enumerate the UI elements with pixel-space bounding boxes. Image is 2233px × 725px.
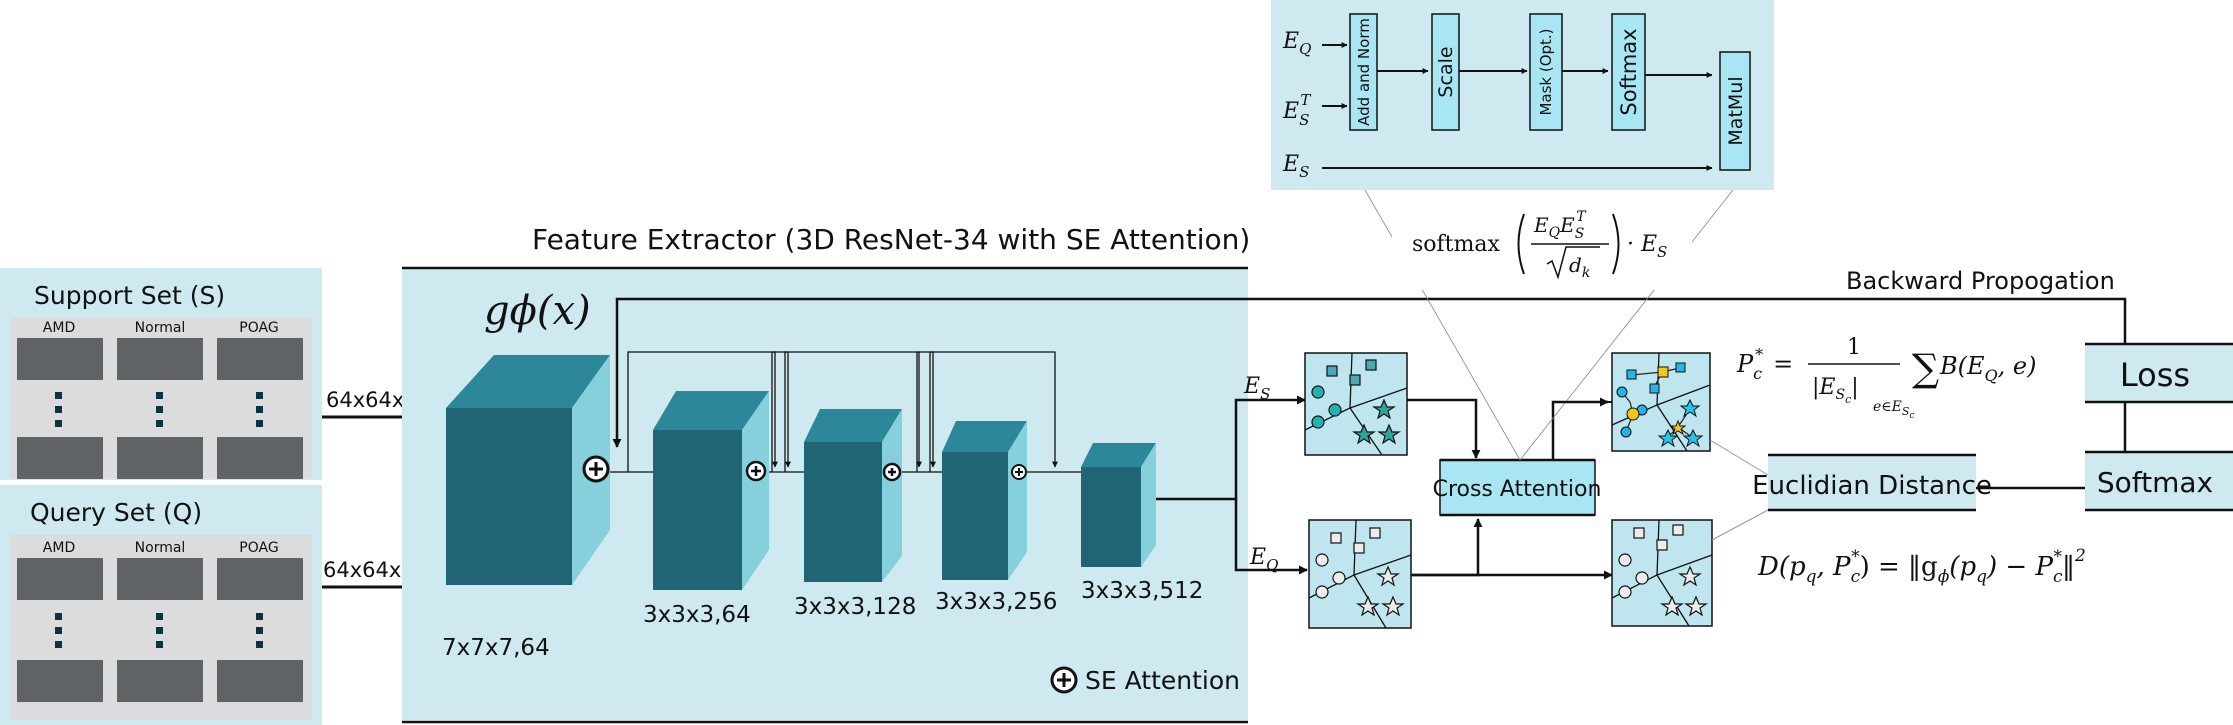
euclidean-distance-label: Euclidian Distance bbox=[1752, 471, 1992, 501]
se-plus-icon bbox=[745, 460, 767, 482]
block-3-label: 3x3x3,128 bbox=[794, 594, 916, 620]
feature-extractor-title: Feature Extractor (3D ResNet-34 with SE … bbox=[532, 223, 1250, 256]
svg-text:MatMul: MatMul bbox=[1725, 76, 1747, 145]
circle-icon bbox=[1626, 407, 1640, 421]
conv-block-5: 3x3x3,512 bbox=[1081, 443, 1203, 604]
formula-mult: · ES bbox=[1627, 232, 1667, 261]
se-plus-icon bbox=[882, 462, 902, 482]
se-attention-legend: SE Attention bbox=[1050, 666, 1240, 695]
se-attention-legend-label: SE Attention bbox=[1085, 666, 1240, 695]
block-5-label: 3x3x3,512 bbox=[1081, 578, 1203, 604]
star-icon bbox=[1669, 419, 1687, 436]
input-est: EST bbox=[1282, 91, 1311, 129]
support-class-poag: POAG bbox=[239, 320, 278, 336]
square-icon bbox=[1326, 359, 1377, 386]
svg-text:∑: ∑ bbox=[1912, 346, 1939, 390]
svg-text:Scale: Scale bbox=[1435, 46, 1457, 97]
input-es: ES bbox=[1282, 152, 1309, 181]
support-set-panel: Support Set (S) AMD Normal POAG bbox=[0, 268, 322, 480]
block-2-label: 3x3x3,64 bbox=[643, 602, 751, 628]
se-plus-icon bbox=[1011, 464, 1027, 480]
prototype-sum-sub: e∈ESc bbox=[1873, 399, 1914, 421]
cross-attention-block: Cross Attention bbox=[1364, 189, 1734, 580]
op-mask: Mask (Opt.) bbox=[1529, 13, 1563, 131]
query-class-normal: Normal bbox=[135, 540, 186, 556]
support-oct-thumbnails bbox=[17, 338, 303, 479]
square-icon bbox=[1633, 524, 1684, 551]
extractor-connections bbox=[610, 351, 1081, 473]
circle-icon bbox=[1618, 553, 1649, 599]
attention-detail-panel: EQ EST ES Add and Norm Scale Mask (Opt.)… bbox=[1271, 0, 1774, 190]
extractor-function: gϕ(x) bbox=[484, 288, 591, 334]
prototype-formula: Pc*= 1 |ESc| ∑ e∈ESc B(EQ, e) bbox=[1736, 335, 2036, 421]
op-matmul: MatMul bbox=[1719, 51, 1751, 171]
query-class-amd: AMD bbox=[43, 540, 75, 556]
softmax-label: Softmax bbox=[2097, 466, 2213, 499]
loss-label: Loss bbox=[2120, 356, 2190, 394]
star-icon bbox=[1356, 565, 1405, 617]
formula-denominator: dk bbox=[1569, 253, 1590, 281]
block-1-label: 7x7x7,64 bbox=[442, 635, 550, 661]
op-add-norm: Add and Norm bbox=[1349, 13, 1378, 131]
backward-propagation: Backward Propogation bbox=[612, 267, 2127, 448]
query-set-title: Query Set (Q) bbox=[30, 498, 202, 527]
backward-propagation-label: Backward Propogation bbox=[1846, 267, 2115, 295]
circle-icon bbox=[1616, 386, 1648, 438]
square-icon bbox=[1330, 527, 1381, 554]
star-icon bbox=[1657, 398, 1704, 448]
input-eq: EQ bbox=[1282, 29, 1311, 58]
attention-formula: softmax EQEST dk · ES bbox=[1392, 198, 1692, 290]
softmax-block: Softmax bbox=[2085, 450, 2233, 512]
euclidean-distance-block: Euclidian Distance bbox=[1752, 453, 2085, 512]
support-embedding-scatter bbox=[1304, 352, 1408, 456]
star-icon bbox=[1660, 565, 1708, 617]
query-oct-thumbnails bbox=[17, 558, 303, 702]
conv-block-4: 3x3x3,256 bbox=[935, 421, 1057, 615]
op-scale: Scale bbox=[1431, 13, 1460, 131]
prototype-term: B(EQ, e) bbox=[1939, 352, 2036, 385]
svg-text:Add and Norm: Add and Norm bbox=[1355, 18, 1373, 126]
square-icon bbox=[1657, 366, 1669, 378]
conv-block-2: 3x3x3,64 bbox=[643, 391, 769, 628]
support-ellipsis-dots bbox=[55, 392, 263, 427]
block-4-label: 3x3x3,256 bbox=[935, 589, 1057, 615]
eq-label: EQ bbox=[1249, 545, 1278, 574]
query-embedding-scatter bbox=[1308, 519, 1412, 629]
se-plus-icon bbox=[582, 455, 610, 483]
svg-text:softmax: softmax bbox=[1412, 232, 1500, 257]
prototype-frac-den: |ESc| bbox=[1812, 375, 1859, 406]
svg-text:1: 1 bbox=[1847, 335, 1861, 360]
query-class-poag: POAG bbox=[239, 540, 278, 556]
circle-icon bbox=[1315, 553, 1346, 599]
loss-block: Loss bbox=[2085, 342, 2233, 452]
svg-text:Softmax: Softmax bbox=[1617, 28, 1641, 115]
query-ellipsis-dots bbox=[55, 613, 263, 648]
se-attention-markers bbox=[582, 455, 1027, 483]
query-set-panel: Query Set (Q) AMD Normal POAG bbox=[0, 485, 322, 725]
es-label: ES bbox=[1243, 374, 1270, 403]
star-icon bbox=[1352, 398, 1401, 445]
distance-connectors bbox=[1709, 439, 1769, 541]
distance-formula: D(pq, Pc*) = ‖gϕ(pq) − Pc*‖2 bbox=[1757, 546, 2086, 587]
prototype-scatter bbox=[1553, 352, 1711, 452]
embedding-branches: ES EQ bbox=[1156, 374, 1308, 575]
support-set-title: Support Set (S) bbox=[34, 281, 225, 310]
conv-block-3: 3x3x3,128 bbox=[794, 409, 916, 620]
op-softmax: Softmax bbox=[1611, 13, 1646, 131]
cross-attention-label: Cross Attention bbox=[1433, 477, 1602, 502]
formula-numerator: EQEST bbox=[1533, 209, 1587, 242]
query-copy-scatter bbox=[1611, 519, 1713, 627]
circle-icon bbox=[1311, 385, 1342, 429]
square-icon bbox=[1626, 362, 1686, 394]
support-class-normal: Normal bbox=[135, 320, 186, 336]
prototype-lhs: Pc*= bbox=[1736, 345, 1793, 383]
support-class-amd: AMD bbox=[43, 320, 75, 336]
svg-text:Mask (Opt.): Mask (Opt.) bbox=[1537, 28, 1555, 115]
